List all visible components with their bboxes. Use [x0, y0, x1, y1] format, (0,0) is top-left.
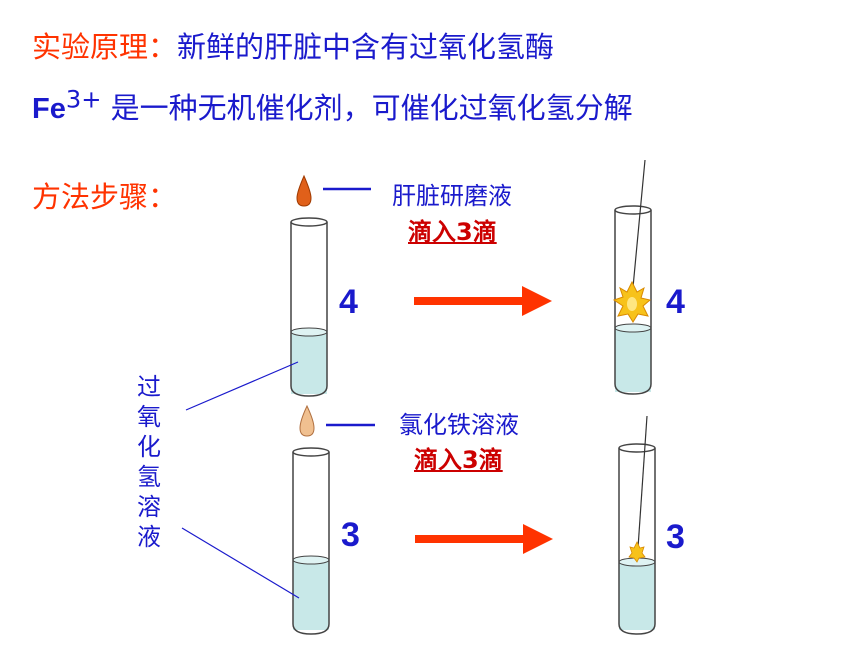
- tube-number-top-after: 4: [666, 283, 685, 321]
- arrow-bottom-icon: [415, 524, 553, 554]
- drops-label-fecl3: 滴入3滴: [414, 446, 503, 474]
- splint-top: [631, 159, 646, 299]
- method-label: 方法步骤：: [32, 180, 178, 214]
- principle-line: 实验原理：新鲜的肝脏中含有过氧化氢酶: [32, 24, 554, 66]
- fecl3-drop-icon: [299, 404, 315, 437]
- arrow-top-icon: [414, 286, 552, 316]
- tube-number-bottom-after: 3: [666, 518, 685, 556]
- principle-label: 实验原理：: [32, 30, 178, 64]
- splint-bottom: [637, 415, 648, 549]
- liver-drop-icon: [296, 174, 312, 207]
- fe-ion: Fe: [32, 93, 66, 125]
- pointer-line-top: [185, 361, 299, 411]
- principle-text: 新鲜的肝脏中含有过氧化氢酶: [177, 30, 555, 64]
- solution-label: 过氧化氢溶液: [137, 373, 161, 551]
- reagent-label-liver: 肝脏研磨液: [392, 182, 512, 210]
- drops-label-liver: 滴入3滴: [408, 218, 497, 246]
- fe-line: Fe3+ 是一种无机催化剂，可催化过氧化氢分解: [32, 85, 633, 127]
- test-tube-top-after: [614, 205, 652, 395]
- test-tube-bottom-after: [618, 443, 656, 635]
- fe-text: 是一种无机催化剂，可催化过氧化氢分解: [101, 91, 633, 125]
- tube-number-top-before: 4: [339, 283, 358, 321]
- test-tube-top-before: [290, 217, 328, 397]
- flame-small-icon: [628, 541, 646, 563]
- reagent-label-fecl3: 氯化铁溶液: [399, 411, 519, 439]
- tube-number-bottom-before: 3: [341, 516, 360, 554]
- fe-charge: 3+: [65, 85, 102, 114]
- test-tube-bottom-before: [292, 447, 330, 635]
- pointer-line-bottom: [181, 527, 300, 599]
